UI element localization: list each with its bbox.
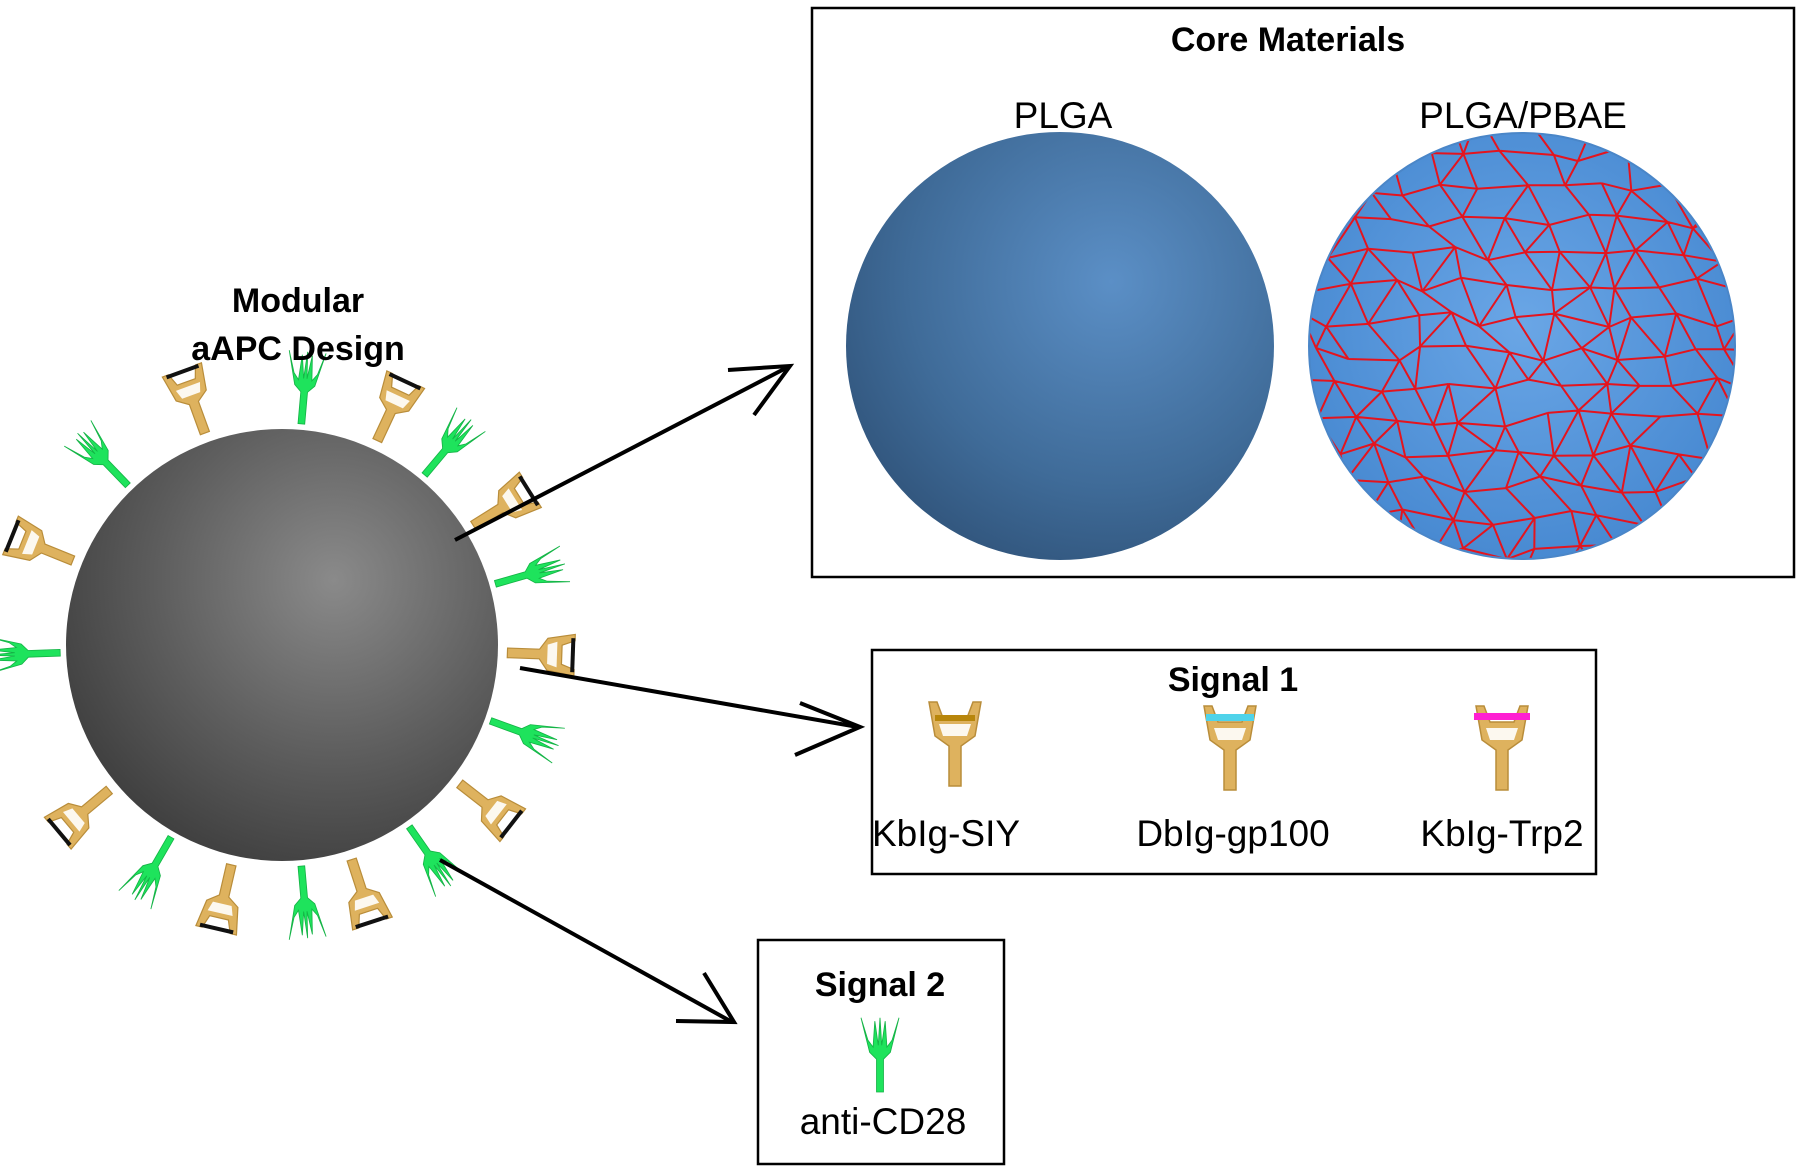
anti-cd28-ligand xyxy=(0,633,62,675)
dbig-gp100-molecule xyxy=(1203,705,1257,791)
signal1-panel: Signal 1 KbIg-SIY DbIg-gp100 KbIg-Trp2 xyxy=(870,648,1598,876)
mhc-ig-ligand xyxy=(357,370,426,450)
signal2-title: Signal 2 xyxy=(815,966,945,1004)
anti-cd28-ligand xyxy=(489,545,571,603)
kbig-trp2-label: KbIg-Trp2 xyxy=(1420,813,1583,854)
anti-cd28-antibody xyxy=(860,1017,900,1093)
kbig-siy-molecule xyxy=(928,701,982,787)
design-title-line2: aAPC Design xyxy=(191,330,405,368)
aapc-core-particle xyxy=(66,429,498,861)
kbig-trp2-molecule xyxy=(1474,705,1530,791)
design-title-line1: Modular xyxy=(232,282,364,320)
anti-cd28-ligand xyxy=(410,407,486,488)
plga-pbae-particle xyxy=(1308,132,1736,560)
plga-label: PLGA xyxy=(1014,95,1113,136)
aapc-particle-group xyxy=(0,349,576,941)
arrow-to-core-materials xyxy=(454,363,795,542)
mhc-ig-ligand xyxy=(195,859,253,936)
anti-cd28-label: anti-CD28 xyxy=(800,1101,967,1142)
signal2-panel: Signal 2 anti-CD28 xyxy=(756,938,1006,1166)
arrows xyxy=(439,363,866,1025)
anti-cd28-ligand xyxy=(118,827,188,910)
anti-cd28-ligand xyxy=(483,703,566,764)
plga-pbae-label: PLGA/PBAE xyxy=(1419,95,1627,136)
dbig-gp100-label: DbIg-gp100 xyxy=(1136,813,1329,854)
anti-cd28-ligand xyxy=(393,815,467,898)
mhc-ig-ligand xyxy=(446,766,527,843)
signal1-title: Signal 1 xyxy=(1168,661,1298,699)
arrow-to-signal2 xyxy=(439,858,738,1025)
anti-cd28-ligand xyxy=(282,864,327,941)
mhc-ig-ligand xyxy=(43,773,124,850)
mhc-ig-ligand xyxy=(161,362,226,441)
mhc-ig-ligand xyxy=(506,631,576,677)
mhc-ig-ligand xyxy=(331,852,393,931)
core-materials-panel: Core Materials PLGA PLGA/PBAE xyxy=(810,6,1796,579)
mhc-ig-ligand xyxy=(2,515,82,581)
anti-cd28-ligand xyxy=(63,420,142,499)
plga-particle xyxy=(846,132,1274,560)
kbig-siy-label: KbIg-SIY xyxy=(872,813,1020,854)
arrow-to-signal1 xyxy=(519,666,866,757)
surface-ligands xyxy=(0,349,576,941)
core-materials-title: Core Materials xyxy=(1171,21,1405,59)
mhc-ig-ligand xyxy=(461,471,542,544)
